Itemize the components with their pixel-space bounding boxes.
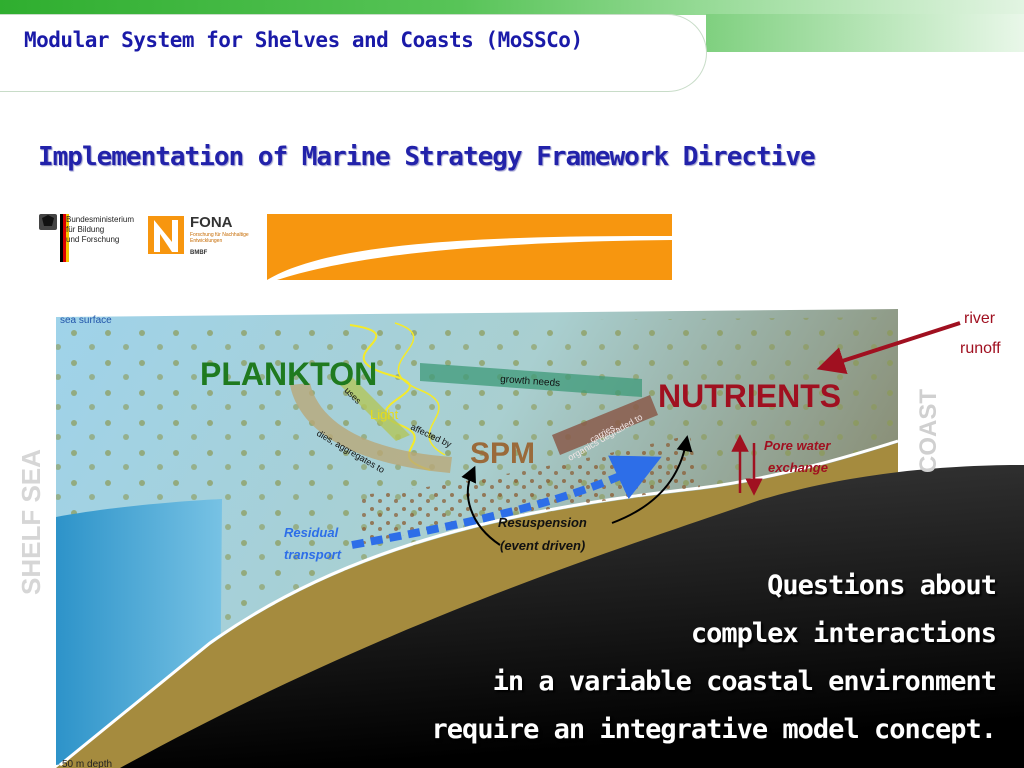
transport-label: transport [284, 547, 342, 562]
bmbf-logo-text: Bundesministerium für Bildung und Forsch… [66, 215, 135, 244]
nutrients-label: NUTRIENTS [658, 378, 841, 414]
resuspension-arrow-left [461, 465, 501, 546]
bmbf-eagle-logo [39, 214, 69, 262]
coast-label: COAST [915, 389, 942, 473]
fona-logo [148, 216, 184, 254]
pore-water-label: Pore water [764, 438, 831, 453]
fona-logo-word: FONA [190, 214, 233, 231]
question-line-1: Questions about [767, 570, 997, 601]
residual-transport-arrow [351, 455, 662, 549]
light-ray [349, 324, 431, 471]
shelf-sea-label: SHELF SEA [16, 449, 46, 595]
questions-block: Questions about complex interactions in … [431, 562, 997, 754]
depth-label: 50 m depth [62, 759, 112, 768]
sea-surface-label: sea surface [60, 315, 112, 326]
residual-label: Residual [284, 525, 339, 540]
question-line-4: require an integrative model concept. [431, 714, 997, 745]
fona-logo-subtext: Forschung für Nachhaltige Entwicklungen [190, 232, 249, 244]
orange-swoosh-banner [267, 214, 672, 280]
river-runoff-arrow [816, 321, 961, 375]
exchange-label: exchange [768, 460, 828, 475]
header-gradient-band [706, 14, 1024, 52]
uses-band [338, 377, 410, 441]
page-title: Modular System for Shelves and Coasts (M… [24, 28, 583, 52]
black-overlay-panel [120, 465, 1024, 768]
light-label: Light [370, 407, 399, 422]
resuspension-arrow-right [611, 435, 693, 524]
runoff-label: runoff [960, 340, 1001, 357]
question-line-2: complex interactions [690, 618, 997, 649]
growth-needs-band [420, 363, 642, 397]
slide-subtitle: Implementation of Marine Strategy Framew… [38, 142, 816, 172]
light-ray-2 [394, 322, 446, 456]
fona-logo-bmbf: BMBF [190, 250, 208, 256]
dies-band [290, 383, 452, 473]
resuspension-label: Resuspension [498, 515, 587, 530]
event-driven-label: (event driven) [500, 538, 585, 553]
question-line-3: in a variable coastal environment [492, 666, 997, 697]
coastal-process-diagram: sea surface 50 m depth SHELF SEA COAST P… [16, 309, 1024, 768]
spm-label: SPM [470, 437, 535, 470]
header-title-box [0, 14, 707, 92]
growth-needs-label: growth needs [500, 374, 561, 389]
header-top-bar [0, 0, 1024, 15]
carries-band [552, 395, 658, 455]
logo-strip [39, 214, 184, 262]
river-label: river [964, 310, 996, 327]
plankton-label: PLANKTON [200, 356, 377, 392]
